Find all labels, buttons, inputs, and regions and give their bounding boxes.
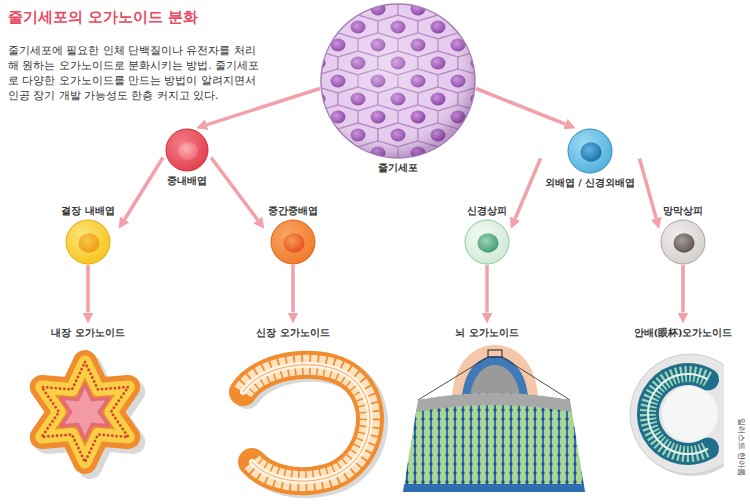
organoid-band <box>42 362 129 462</box>
node-label: 안배(眼杯)오가노이드 <box>634 326 733 339</box>
cell-node: 결장 내배엽 <box>57 204 119 265</box>
organoid-wall <box>42 362 129 462</box>
cell-shape <box>567 128 613 174</box>
node-label: 뇌 오가노이드 <box>455 326 518 339</box>
cell-body <box>465 220 509 264</box>
cell-nucleus <box>673 233 694 252</box>
cell-nucleus <box>477 233 498 252</box>
stem-cell-outline <box>320 3 476 159</box>
cup-interior <box>662 386 718 442</box>
organoid-node: 내장 오가노이드 <box>47 323 129 339</box>
cell-body <box>568 129 612 173</box>
cell-shape <box>464 219 510 265</box>
stem-cell-illustration <box>321 4 475 158</box>
organoid-lumen <box>61 385 109 440</box>
cell-node: 중간중배엽 <box>264 204 322 265</box>
cell-nucleus <box>580 142 601 161</box>
cortex-tissue <box>400 380 590 495</box>
intestinal-organoid-illustration <box>42 362 134 467</box>
cell-nucleus <box>283 233 304 252</box>
cortex-edge <box>400 484 590 494</box>
stem-cell-node: 줄기세포 <box>320 3 476 174</box>
node-label: 줄기세포 <box>378 161 418 174</box>
zoom-box <box>488 350 502 357</box>
arrow-connector <box>125 158 163 220</box>
node-label: 중간중배엽 <box>268 204 318 217</box>
credit-label: 일러스트 한아름 <box>737 418 746 476</box>
retina-line <box>648 374 708 454</box>
node-label: 중내배엽 <box>167 174 207 187</box>
tubule-line <box>243 365 370 481</box>
cell-shape <box>65 219 111 265</box>
cortex-surface <box>416 393 572 412</box>
arrow-connector <box>86 265 90 313</box>
node-label: 내장 오가노이드 <box>51 326 124 339</box>
retina-outer <box>648 374 708 454</box>
cell-shape <box>660 219 706 265</box>
brain-organoid-illustration <box>400 345 590 495</box>
node-label: 결장 내배엽 <box>61 204 114 217</box>
cell-body <box>166 129 208 171</box>
organoid-node: 안배(眼杯)오가노이드 <box>630 323 737 339</box>
stem-cell-border <box>321 4 475 158</box>
arrow-connector <box>211 158 258 220</box>
cell-node: 신경상피 <box>463 204 511 265</box>
organoid-node: 뇌 오가노이드 <box>451 323 523 339</box>
cell-body <box>661 220 705 264</box>
tubule-wall <box>243 365 370 481</box>
diagram-caption: 줄기세포에 필요한 인체 단백질이나 유전자를 처리해 원하는 오가노이드로 분… <box>8 43 260 103</box>
arrow-connector <box>640 159 657 219</box>
kidney-organoid-illustration <box>243 365 374 484</box>
cell-node: 외배엽 / 신경외배엽 <box>541 128 640 189</box>
cell-nucleus <box>178 142 198 160</box>
organoid-node: 신장 오가노이드 <box>252 323 334 339</box>
organoid-layer <box>462 356 528 396</box>
cortex-detail <box>400 380 590 495</box>
organoid-core <box>470 365 520 396</box>
arrow-connector <box>476 89 565 125</box>
cell-node: 중내배엽 <box>163 128 211 187</box>
cell-body <box>66 220 110 264</box>
arrow-connector <box>515 159 540 219</box>
tubule-cells <box>243 365 370 481</box>
node-label: 외배엽 / 신경외배엽 <box>545 176 635 189</box>
cell-sheet <box>321 4 475 158</box>
node-label: 신경상피 <box>467 204 507 217</box>
cell-body <box>271 220 315 264</box>
organoid-dots <box>42 362 129 462</box>
cell-shape <box>165 128 209 172</box>
node-label: 신장 오가노이드 <box>256 326 329 339</box>
organoid-outer <box>452 345 538 396</box>
optic-cup-organoid-illustration <box>630 354 750 476</box>
arrow-connector <box>291 265 295 313</box>
retina-cells <box>648 374 708 454</box>
cell-sheet-shade <box>321 4 475 158</box>
optic-body <box>630 354 724 474</box>
cell-nucleus <box>78 233 99 252</box>
tubule-lumen <box>243 365 370 481</box>
node-label: 망막상피 <box>663 204 703 217</box>
cell-node: 망막상피 <box>659 204 707 265</box>
diagram-title: 줄기세포의 오가노이드 분화 <box>8 8 198 27</box>
arrow-connector <box>681 265 685 313</box>
arrow-connector <box>207 89 320 125</box>
arrow-connector <box>485 265 489 313</box>
cell-shape <box>270 219 316 265</box>
